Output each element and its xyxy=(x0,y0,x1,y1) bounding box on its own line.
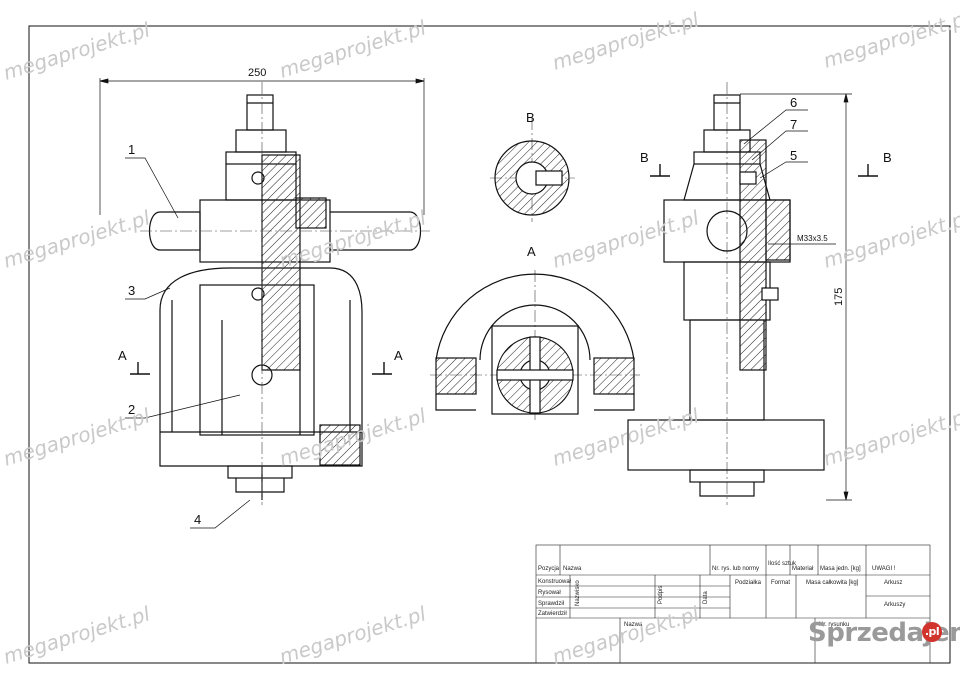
tb-podzialka: Podziałka xyxy=(735,580,762,586)
tb-data: Data xyxy=(703,591,709,604)
watermark: megaprojekt.pl xyxy=(549,601,702,668)
logo-badge: .pl xyxy=(922,622,942,642)
section-b-markers xyxy=(650,164,878,177)
callout-6: 6 xyxy=(790,95,797,110)
tb-sprawdzil: Sprawdził xyxy=(538,601,565,607)
watermark: megaprojekt.pl xyxy=(0,601,153,668)
sheet-border xyxy=(28,25,951,664)
watermark: megaprojekt.pl xyxy=(276,601,429,668)
tb-podpis: Podpis xyxy=(658,586,664,604)
tb-masa-calkowita: Masa całkowita [kg] xyxy=(806,580,859,586)
tb-pozycja: Pozycja xyxy=(538,566,560,572)
dimension-175-label: 175 xyxy=(833,288,845,306)
main-view xyxy=(149,94,421,500)
side-view xyxy=(627,94,825,497)
tb-nazwa-col: Nazwa xyxy=(563,566,582,572)
tb-nazwisko: Nazwisko xyxy=(575,580,581,606)
section-a-view xyxy=(435,273,635,415)
tb-uwagi: UWAGI ! xyxy=(872,566,896,572)
dimension-250 xyxy=(99,78,425,215)
callout-leaders-left xyxy=(125,157,251,529)
tb-nr-rys: Nr. rys. lub normy xyxy=(712,566,759,572)
section-a-markers xyxy=(130,362,392,375)
dimension-250-label: 250 xyxy=(248,67,266,79)
tb-rysowal: Rysował xyxy=(538,590,561,596)
callout-7: 7 xyxy=(790,117,797,132)
section-b-left-label: B xyxy=(640,150,649,165)
watermark: megaprojekt.pl xyxy=(820,205,960,272)
tb-konstruowal: Konstruował xyxy=(538,579,572,585)
tb-zatwierdzil: Zatwierdził xyxy=(538,611,567,617)
watermark: megaprojekt.pl xyxy=(0,205,153,272)
section-a-right-label: A xyxy=(394,348,403,363)
watermark: megaprojekt.pl xyxy=(549,205,702,272)
tb-arkuszy: Arkuszy xyxy=(884,602,905,608)
tb-material: Materiał xyxy=(792,566,814,572)
watermark: megaprojekt.pl xyxy=(549,7,702,74)
section-b-right-label: B xyxy=(883,150,892,165)
tb-format: Format xyxy=(771,580,790,586)
watermark: megaprojekt.pl xyxy=(820,5,960,72)
thread-note: M33x3.5 xyxy=(797,234,828,243)
tb-nr-rysunku: Nr. rysunku xyxy=(819,622,849,628)
tb-nazwa: Nazwa xyxy=(624,622,643,628)
watermarks: megaprojekt.pl megaprojekt.pl megaprojek… xyxy=(0,5,960,668)
tb-arkusz: Arkusz xyxy=(884,580,902,586)
watermark: megaprojekt.pl xyxy=(276,15,429,82)
watermark: megaprojekt.pl xyxy=(0,403,153,470)
tb-masa-jedn: Masa jedn. [kg] xyxy=(820,566,861,572)
view-b xyxy=(494,140,570,216)
callout-2: 2 xyxy=(128,402,135,417)
dimension-175 xyxy=(740,93,852,501)
callout-1: 1 xyxy=(128,142,135,157)
view-b-title: B xyxy=(526,110,535,125)
view-a-title: A xyxy=(527,244,536,259)
tb-ilosc: Ilość sztuk xyxy=(768,561,797,567)
site-logo[interactable]: Sprzedajemy .pl xyxy=(808,618,960,658)
callout-leaders-right xyxy=(743,109,808,179)
watermark: megaprojekt.pl xyxy=(820,403,960,470)
callout-4: 4 xyxy=(194,512,201,527)
section-a-left-label: A xyxy=(118,348,127,363)
title-block xyxy=(535,544,931,664)
callout-3: 3 xyxy=(128,283,135,298)
callout-5: 5 xyxy=(790,148,797,163)
watermark: megaprojekt.pl xyxy=(0,17,153,84)
